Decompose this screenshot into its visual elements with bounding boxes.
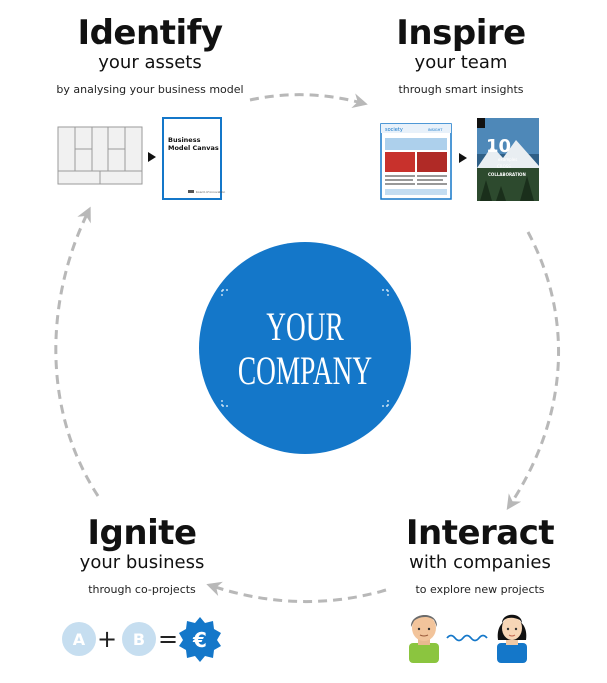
ignite-subtitle: your business bbox=[79, 552, 205, 573]
ignite-caption: through co-projects bbox=[88, 583, 196, 596]
woman-avatar-icon bbox=[497, 614, 527, 663]
mag-line-2: CROSS bbox=[497, 164, 511, 169]
euro-badge-icon bbox=[179, 617, 221, 662]
equation-b: B bbox=[133, 630, 145, 649]
canvas-doc-footer: board of innovation bbox=[196, 190, 225, 194]
inspire-block: Inspire your team through smart insights bbox=[356, 14, 566, 97]
dashed-arrow-inspire-to-interact bbox=[506, 231, 560, 510]
circle-b-icon bbox=[122, 622, 156, 656]
mag-number: 10 bbox=[486, 136, 511, 157]
your-company-circle: YOUR COMPANY bbox=[199, 242, 411, 454]
inspire-title: Inspire bbox=[396, 13, 526, 53]
equation-a: A bbox=[73, 630, 86, 649]
equation-euro: € bbox=[192, 628, 207, 652]
corner-marks bbox=[221, 289, 389, 407]
play-arrow-icon bbox=[459, 153, 467, 163]
interact-subtitle: with companies bbox=[409, 552, 551, 573]
ignite-title: Ignite bbox=[87, 513, 197, 553]
circle-a-icon bbox=[62, 622, 96, 656]
co-project-equation: A + B = € bbox=[62, 617, 221, 662]
inspire-caption: through smart insights bbox=[398, 83, 524, 96]
center-line-2: COMPANY bbox=[238, 350, 372, 393]
identify-block: Identify your assets by analysing your b… bbox=[30, 14, 270, 97]
ignite-block: Ignite your business through co-projects bbox=[42, 514, 242, 597]
interact-title: Interact bbox=[405, 513, 555, 553]
canvas-doc-title-1: Business bbox=[168, 136, 201, 144]
canvas-doc-title-2: Model Canvas bbox=[168, 144, 219, 152]
insight-report-doc: society INSIGHT bbox=[380, 123, 452, 200]
equation-equals: = bbox=[158, 625, 178, 653]
play-arrow-icon bbox=[148, 152, 156, 162]
report-tag: INSIGHT bbox=[428, 128, 443, 132]
magazine-cover: 10 examples CROSS COLLABORATION bbox=[477, 118, 539, 201]
dashed-arrow-interact-to-ignite bbox=[206, 581, 387, 604]
business-model-canvas-doc: Business Model Canvas board of innovatio… bbox=[162, 117, 225, 200]
mag-line-3: COLLABORATION bbox=[488, 172, 526, 177]
mag-line-1: examples bbox=[498, 157, 517, 162]
blank-canvas-grid bbox=[57, 126, 143, 185]
report-brand: society bbox=[385, 127, 403, 133]
interact-block: Interact with companies to explore new p… bbox=[380, 514, 580, 597]
center-line-1: YOUR bbox=[266, 306, 344, 349]
dashed-arrow-ignite-to-identify bbox=[54, 206, 100, 497]
identify-subtitle: your assets bbox=[98, 52, 202, 73]
interact-caption: to explore new projects bbox=[415, 583, 545, 596]
inspire-subtitle: your team bbox=[414, 52, 508, 73]
dashed-arrow-identify-to-inspire bbox=[249, 93, 368, 108]
man-avatar-icon bbox=[409, 614, 439, 663]
identify-title: Identify bbox=[77, 13, 223, 53]
identify-caption: by analysing your business model bbox=[56, 83, 244, 96]
equation-plus: + bbox=[97, 625, 117, 653]
wave-connection-icon bbox=[446, 634, 488, 642]
